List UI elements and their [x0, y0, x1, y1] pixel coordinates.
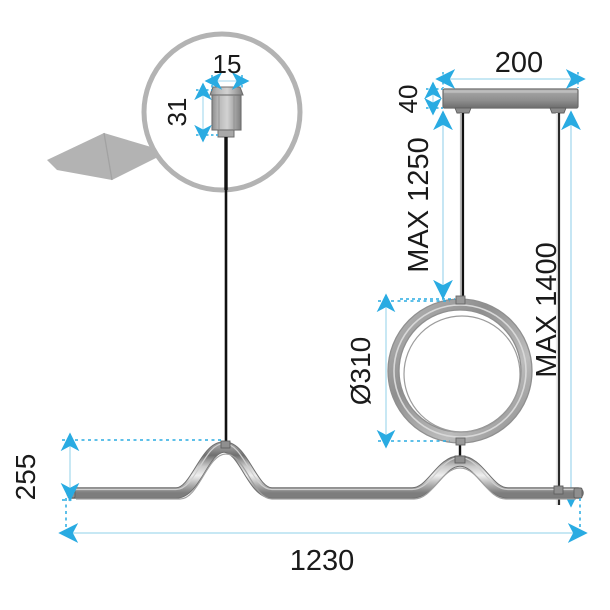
wave-bar-outline	[66, 441, 584, 499]
connector-barrel	[211, 94, 242, 131]
dim-label-overall-length: 1230	[290, 545, 355, 577]
dim-label-ring-diameter: Ø310	[345, 337, 376, 406]
ring-highlight	[393, 304, 527, 438]
dim-canopy-width	[435, 69, 586, 89]
wave-bar-socket-right	[553, 485, 564, 495]
dim-label-connector-height: 31	[162, 98, 192, 127]
wave-bar-body	[67, 442, 583, 498]
wave-bar-end-right	[573, 487, 583, 499]
wave-bar-bracket-right	[454, 455, 466, 464]
dim-connector-height	[194, 82, 218, 143]
dim-label-connector-width: 15	[213, 49, 242, 79]
dim-drop-to-ring	[400, 110, 455, 300]
wave-bar-diffuser	[76, 453, 576, 500]
canopy-body	[442, 88, 579, 109]
connector-collar	[217, 129, 235, 138]
led-ring	[387, 295, 533, 446]
wave-bar-bracket-left	[220, 440, 231, 449]
dim-overall-length	[58, 498, 588, 543]
dim-label-canopy-width: 200	[495, 47, 543, 79]
dim-label-wave-height: 255	[10, 454, 41, 501]
ceiling-canopy	[442, 88, 579, 114]
dim-label-canopy-thickness: 40	[393, 85, 423, 114]
ring-bottom-bracket	[455, 437, 466, 446]
led-wave-bar	[66, 440, 584, 500]
canopy-cable-outlet	[454, 107, 472, 114]
wave-bar-highlight	[72, 442, 578, 491]
ring-inner-edge	[398, 309, 522, 433]
dim-label-drop-total: MAX 1400	[531, 242, 563, 377]
connector-cap	[209, 86, 244, 96]
dim-canopy-thickness	[424, 81, 443, 116]
canopy-cable-outlet	[549, 107, 567, 114]
dim-wave-height	[60, 432, 222, 502]
wave-bar-end-left	[67, 487, 76, 499]
ring-diffuser-edge	[403, 315, 521, 433]
magnifier-handle-seam	[103, 132, 113, 181]
ring-top-bracket	[455, 295, 466, 305]
dim-ring-diameter	[376, 293, 450, 449]
suspension-cables	[224, 113, 561, 505]
dim-label-drop-to-ring: MAX 1250	[403, 137, 435, 272]
dim-connector-width	[204, 72, 250, 90]
